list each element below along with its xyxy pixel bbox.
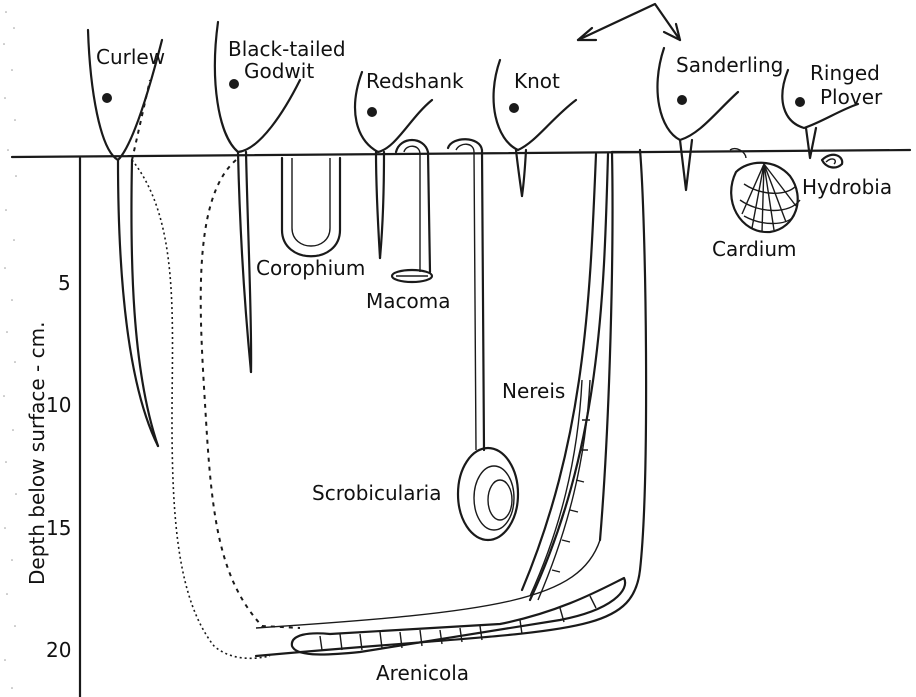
ringed-plover-label-line1: Ringed (810, 61, 880, 85)
axis-tick-15: 15 (46, 516, 71, 540)
cardium-shell (730, 149, 800, 232)
axis-tick-10: 10 (46, 393, 71, 417)
arenicola-label: Arenicola (376, 661, 469, 685)
redshank-label: Redshank (366, 69, 464, 93)
arenicola-burrow (256, 150, 646, 656)
hydrobia-label: Hydrobia (802, 175, 892, 199)
knot-label: Knot (514, 69, 560, 93)
mud-surface-line (12, 150, 910, 157)
macoma-label: Macoma (366, 289, 450, 313)
corophium-label: Corophium (256, 256, 365, 280)
ringed-plover-label-line2: Plover (820, 85, 883, 109)
nereis-burrow (522, 154, 608, 600)
corophium-burrow (282, 158, 340, 256)
curlew-label: Curlew (96, 45, 165, 69)
cardium-label: Cardium (712, 237, 797, 261)
axis-tick-20: 20 (46, 638, 71, 662)
arenicola-worm (292, 578, 625, 654)
curlew-bird (88, 30, 162, 446)
godwit-label-line2: Godwit (244, 59, 314, 83)
left-edge-texture (3, 11, 17, 689)
hydrobia-snail (822, 155, 842, 168)
depth-axis-label: Depth below surface - cm. (25, 322, 49, 585)
godwit-label-line1: Black-tailed (228, 37, 346, 61)
macoma-shell-and-siphon (392, 140, 432, 282)
nereis-label: Nereis (502, 379, 565, 403)
scrobicularia-label: Scrobicularia (312, 481, 441, 505)
double-headed-arrow (578, 4, 680, 40)
godwit-dashed-path (201, 160, 300, 628)
scrobicularia-shell-and-siphon (448, 139, 518, 540)
axis-tick-5: 5 (58, 271, 71, 295)
sanderling-label: Sanderling (676, 53, 783, 77)
